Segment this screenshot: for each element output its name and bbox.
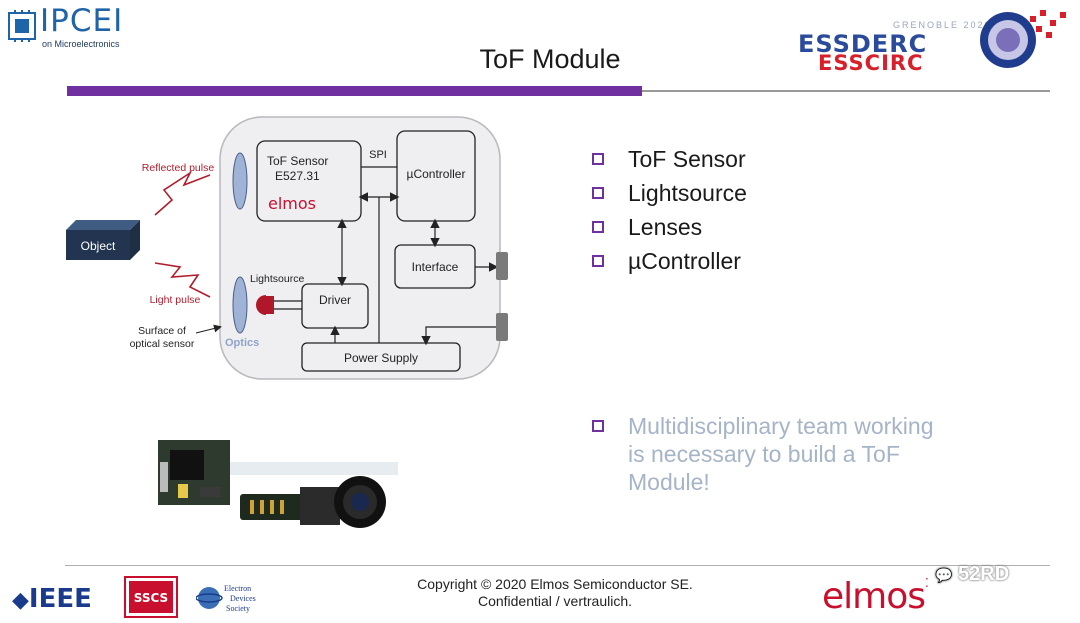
tof-sensor-label: ToF Sensor — [267, 154, 328, 168]
team-note: Multidisciplinary team working is necess… — [592, 412, 1012, 496]
object-box — [66, 230, 130, 260]
eds-line-2: Devices — [230, 594, 256, 603]
checkbox-bullet-icon — [592, 187, 604, 199]
tof-block-diagram: Object Reflected pulse Light pulse Surfa… — [66, 116, 508, 380]
list-item-text: µController — [628, 247, 741, 274]
tof-sensor-block — [256, 140, 362, 222]
elmos-small-logo: elmos — [268, 194, 316, 213]
sscs-logo: SSCS — [124, 576, 178, 618]
ieee-logo: ◆IEEE — [12, 584, 92, 614]
checkbox-bullet-icon — [592, 221, 604, 233]
power-connector — [496, 313, 508, 341]
list-item: Lenses — [592, 210, 747, 244]
interface-label: Interface — [412, 260, 459, 274]
team-note-line-2: is necessary to build a ToF — [628, 441, 900, 467]
copyright-line-2: Confidential / vertraulich. — [477, 593, 633, 609]
ieee-diamond-icon: ◆ — [12, 588, 29, 613]
ipcei-logo-text: IPCEI — [40, 3, 124, 39]
list-item-text: Lightsource — [628, 179, 747, 206]
eds-line-1: Electron — [224, 584, 251, 593]
list-item: Lightsource — [592, 176, 747, 210]
lens-top — [232, 152, 248, 210]
elmos-dots-icon: ⁚ — [925, 576, 929, 590]
list-item: ToF Sensor — [592, 142, 747, 176]
ipcei-logo — [6, 6, 136, 54]
eds-logo: Electron Devices Society — [196, 584, 256, 613]
essderc-text: ESSDERC — [798, 30, 927, 58]
list-item: µController — [592, 244, 747, 278]
footer-divider — [65, 565, 1050, 566]
power-supply-label: Power Supply — [344, 351, 418, 365]
power-supply-block — [301, 342, 461, 372]
surface-label-1: Surface of — [138, 325, 186, 337]
object-label: Object — [81, 239, 116, 253]
title-underline-rule — [642, 90, 1050, 92]
feature-list: ToF Sensor Lightsource Lenses µControlle… — [592, 142, 747, 278]
checkbox-bullet-icon — [592, 255, 604, 267]
reflected-pulse-label: Reflected pulse — [142, 162, 215, 174]
team-note-line-3: Module! — [628, 469, 710, 495]
esscirc-text: ESSCIRC — [818, 51, 923, 72]
lens-bottom — [232, 276, 248, 334]
led-icon — [256, 295, 266, 315]
light-pulse-wave — [154, 262, 211, 298]
tof-sensor-part: E527.31 — [275, 169, 320, 183]
eds-line-3: Society — [226, 604, 250, 613]
elmos-logo: elmos⁚ — [822, 576, 929, 617]
ipcei-logo-subtitle: on Microelectronics — [42, 39, 120, 49]
checkbox-bullet-icon — [592, 153, 604, 165]
conference-year: GRENOBLE 2020 — [893, 20, 992, 30]
copyright-line-1: Copyright © 2020 Elmos Semiconductor SE. — [417, 576, 693, 592]
checkbox-bullet-icon — [592, 420, 604, 432]
optics-label: Optics — [225, 337, 259, 349]
chat-icon: 💬 — [935, 567, 953, 583]
essderc-esscirc-logo: GRENOBLE 2020 ESSDERC ESSCIRC — [798, 10, 1066, 72]
microcontroller-label: µController — [407, 167, 466, 181]
reflected-pulse-wave — [154, 170, 211, 216]
watermark-text: 52RD — [958, 563, 1010, 585]
spi-label: SPI — [369, 149, 387, 161]
chip-icon — [8, 10, 36, 42]
list-item-text: Lenses — [628, 213, 703, 240]
elmos-logo-text: elmos — [822, 576, 926, 617]
surface-label-2: optical sensor — [130, 338, 195, 350]
team-note-text: Multidisciplinary team working is necess… — [628, 412, 934, 496]
watermark: 💬 52RD — [935, 563, 1009, 586]
ieee-logo-text: IEEE — [28, 584, 92, 614]
lightsource-label: Lightsource — [250, 273, 304, 285]
driver-label: Driver — [319, 293, 351, 307]
copyright-notice: Copyright © 2020 Elmos Semiconductor SE.… — [360, 576, 750, 610]
interface-connector — [496, 252, 508, 280]
title-underline-accent — [67, 86, 642, 96]
sscs-text: SSCS — [134, 591, 168, 605]
tof-module-photo — [158, 440, 398, 528]
page-title: ToF Module — [479, 44, 621, 74]
team-note-line-1: Multidisciplinary team working — [628, 413, 934, 439]
list-item-text: ToF Sensor — [628, 145, 746, 172]
light-pulse-label: Light pulse — [150, 294, 201, 306]
